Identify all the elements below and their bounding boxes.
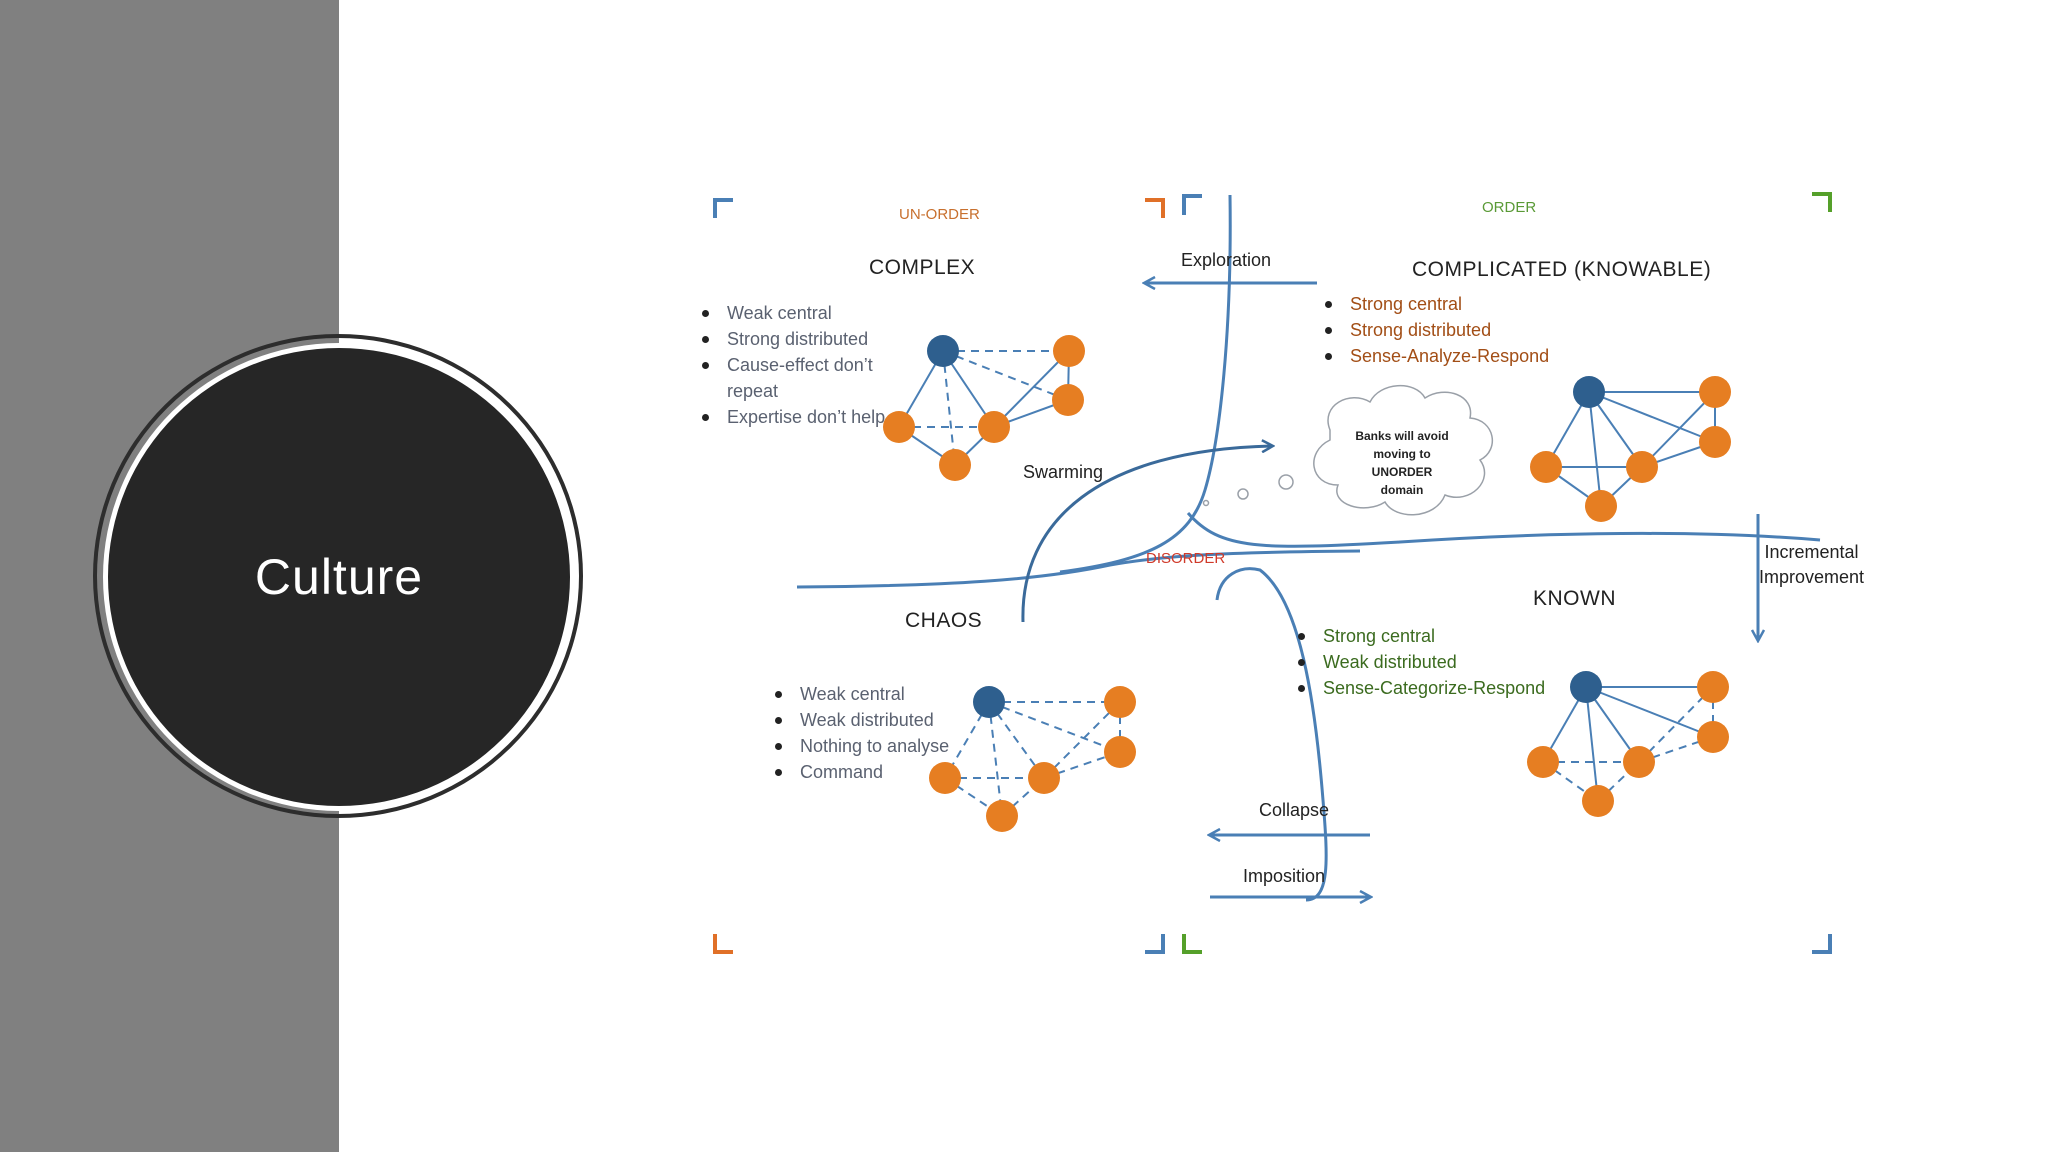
chaos-bullet: Command (772, 759, 1032, 785)
chaos-bullet: Nothing to analyse (772, 733, 1032, 759)
network-chaos (929, 686, 1136, 832)
thought-bubble-label: Banks will avoid moving to UNORDER domai… (1355, 429, 1449, 497)
unorder-label: UN-ORDER (899, 206, 980, 223)
thought-bubble-cloud (1202, 384, 1494, 516)
complex-bullets: Weak central Strong distributed Cause-ef… (699, 300, 959, 430)
boundary-left (796, 549, 1361, 589)
boundary-right (1186, 512, 1821, 548)
complicated-bullets: Strong central Strong distributed Sense-… (1322, 291, 1622, 369)
chaos-bullets: Weak central Weak distributed Nothing to… (772, 681, 1032, 785)
complicated-bullet: Strong central (1322, 291, 1622, 317)
boundary-top (1059, 194, 1232, 574)
title-circle (103, 343, 575, 811)
complex-bullet: Strong distributed (699, 326, 959, 352)
corner-tl-order (1182, 194, 1202, 215)
corner-bl-known (1182, 934, 1202, 954)
known-bullet: Weak distributed (1295, 649, 1595, 675)
chaos-title: CHAOS (905, 609, 983, 632)
known-bullet: Sense-Categorize-Respond (1295, 675, 1595, 701)
boundary-bottom (1215, 567, 1328, 902)
complicated-title: COMPLICATED (KNOWABLE) (1412, 258, 1712, 281)
imposition-label: Imposition (1243, 866, 1326, 886)
known-title: KNOWN (1533, 587, 1616, 610)
chaos-bullet: Weak distributed (772, 707, 1032, 733)
corner-br-known (1812, 934, 1832, 954)
corner-tr-order (1812, 192, 1832, 212)
collapse-label: Collapse (1259, 800, 1330, 820)
network-complex (883, 335, 1085, 481)
corner-brackets (713, 192, 1832, 954)
diagram-graphics (713, 192, 1832, 954)
corner-tl-complex (713, 198, 733, 218)
transition-arrows (1021, 283, 1758, 897)
known-bullets: Strong central Weak distributed Sense-Ca… (1295, 623, 1595, 701)
corner-tr-complex (1145, 198, 1165, 218)
corner-br-chaos (1145, 934, 1165, 954)
swarming-arrow (1021, 446, 1272, 623)
complex-title: COMPLEX (869, 256, 976, 279)
title-circle-ring (93, 334, 583, 818)
network-complicated (1530, 376, 1731, 522)
thought-bubble-text: Banks will avoid moving to UNORDER domai… (1312, 408, 1492, 518)
complex-bullet: Weak central (699, 300, 959, 326)
complicated-bullet: Strong distributed (1322, 317, 1622, 343)
incremental-label-line1: Incremental (1764, 542, 1859, 562)
slide-title: Culture (254, 549, 424, 605)
domain-boundaries (796, 194, 1821, 902)
cynefin-diagram: UN-ORDER ORDER DISORDER COMPLEX Weak cen… (700, 0, 2048, 1152)
network-known (1527, 671, 1729, 817)
exploration-label: Exploration (1181, 250, 1272, 270)
order-label: ORDER (1482, 199, 1537, 216)
swarming-label: Swarming (1023, 462, 1104, 482)
corner-bl-chaos (713, 934, 733, 954)
disorder-label: DISORDER (1146, 550, 1226, 567)
complex-bullet-continued: repeat (727, 381, 779, 401)
complex-bullet: Expertise don’t help (699, 404, 959, 430)
chaos-bullet: Weak central (772, 681, 1032, 707)
known-bullet: Strong central (1295, 623, 1595, 649)
incremental-label: Incremental Improvement (1759, 540, 1864, 590)
incremental-label-line2: Improvement (1759, 567, 1865, 587)
complicated-bullet: Sense-Analyze-Respond (1322, 343, 1622, 369)
complex-bullet: Cause-effect don’t (699, 352, 959, 378)
